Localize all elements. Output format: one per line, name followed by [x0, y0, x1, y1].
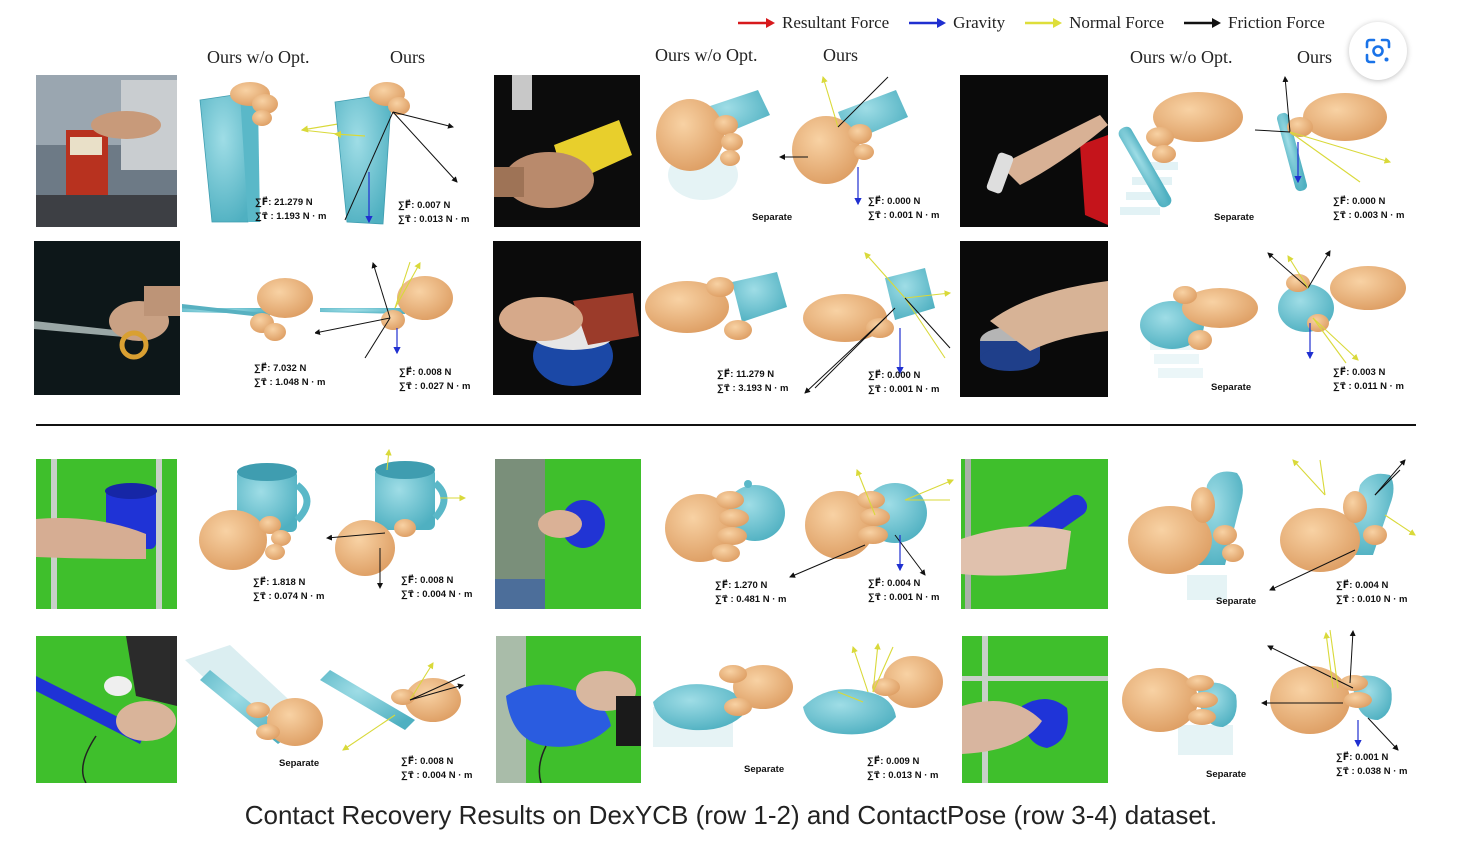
recon-gamepad-ours-wo-opt — [648, 652, 798, 762]
legend-label: Normal Force — [1069, 13, 1164, 32]
col-head-ours-1: Ours — [390, 47, 425, 67]
recon-ball-ours-wo-opt — [660, 478, 790, 578]
recon-mug-ours — [325, 448, 475, 598]
col-head-ours-wo-opt-2: Ours w/o Opt. — [655, 45, 758, 65]
separate-label: Separate — [744, 764, 785, 775]
figure-caption: Contact Recovery Results on DexYCB (row … — [244, 800, 1218, 830]
recon-clamp-ours-wo-opt — [1118, 82, 1248, 227]
recon-tin-ours-wo-opt — [1130, 270, 1265, 395]
section-divider — [36, 424, 1416, 426]
legend-label: Gravity — [953, 13, 1006, 32]
legend-label: Resultant Force — [782, 13, 890, 32]
recon-ball-ours — [785, 465, 955, 590]
metric-r4c2b: ∑F⃗: 0.009 N∑τ⃗ : 0.013 N · m — [867, 756, 939, 781]
photo-scissors-grasp — [34, 241, 180, 395]
photo-jar-grasp — [493, 241, 641, 395]
metric-r2c2a: ∑F⃗: 11.279 N∑τ⃗ : 3.193 N · m — [717, 369, 789, 394]
legend-item-gravity: Gravity — [907, 13, 1005, 33]
col-head-ours-wo-opt-3: Ours w/o Opt. — [1130, 47, 1233, 67]
photo-yellow-box-grasp — [494, 75, 640, 227]
metric-r1c1b: ∑F⃗: 0.007 N∑τ⃗ : 0.013 N · m — [398, 200, 470, 225]
photo-tin-grasp — [960, 241, 1108, 397]
black-arrow-icon — [1184, 18, 1221, 28]
metric-r3c2b: ∑F⃗: 0.004 N∑τ⃗ : 0.001 N · m — [868, 578, 940, 603]
recon-scissors-ours — [314, 258, 475, 368]
col-head-ours-3: Ours — [1297, 47, 1332, 67]
separate-label: Separate — [1214, 212, 1255, 223]
photo-mug-grasp — [36, 459, 177, 609]
recon-scissors-ours-wo-opt — [180, 268, 320, 368]
metric-r1c1a: ∑F⃗: 21.279 N∑τ⃗ : 1.193 N · m — [255, 197, 327, 222]
recon-clamp-ours — [1250, 72, 1415, 202]
metric-r3c1b: ∑F⃗: 0.008 N∑τ⃗ : 0.004 N · m — [401, 575, 473, 600]
recon-bottle-ours — [1265, 455, 1420, 595]
metric-r2c3b: ∑F⃗: 0.003 N∑τ⃗ : 0.011 N · m — [1333, 367, 1404, 392]
metric-r3c1a: ∑F⃗: 1.818 N∑τ⃗ : 0.074 N · m — [253, 577, 325, 602]
photo-cereal-box-grasp — [36, 75, 177, 227]
red-arrow-icon — [738, 18, 775, 28]
metric-r1c2b: ∑F⃗: 0.000 N∑τ⃗ : 0.001 N · m — [868, 196, 940, 221]
recon-jar-ours — [795, 248, 955, 398]
recon-flashlight-ours — [315, 655, 475, 755]
yellow-arrow-icon — [1025, 18, 1063, 28]
separate-label: Separate — [1206, 769, 1247, 780]
col-head-ours-wo-opt-1: Ours w/o Opt. — [207, 47, 310, 67]
legend-label: Friction Force — [1228, 13, 1325, 32]
recon-box-ours-wo-opt — [190, 72, 340, 232]
photo-clamp-grasp — [960, 75, 1108, 227]
metric-r2c1a: ∑F⃗: 7.032 N∑τ⃗ : 1.048 N · m — [254, 363, 326, 388]
metric-r4c1b: ∑F⃗: 0.008 N∑τ⃗ : 0.004 N · m — [401, 756, 473, 781]
separate-label: Separate — [1211, 382, 1252, 393]
recon-yellow-box-ours — [778, 72, 938, 222]
col-head-ours-2: Ours — [823, 45, 858, 65]
separate-label: Separate — [752, 212, 793, 223]
recon-mug-ours-wo-opt — [195, 460, 320, 590]
recon-box-ours — [325, 72, 475, 232]
legend-item-resultant-force: Resultant Force — [736, 13, 889, 33]
photo-blue-object-grasp — [962, 636, 1108, 783]
recon-bottle-ours-wo-opt — [1125, 465, 1255, 600]
metric-r1c3b: ∑F⃗: 0.000 N∑τ⃗ : 0.003 N · m — [1333, 196, 1405, 221]
metric-r2c2b: ∑F⃗: 0.000 N∑τ⃗ : 0.001 N · m — [868, 370, 940, 395]
google-lens-icon — [1365, 38, 1391, 64]
recon-tin-ours — [1258, 248, 1418, 373]
metric-r4c3b: ∑F⃗: 0.001 N∑τ⃗ : 0.038 N · m — [1336, 752, 1408, 777]
metric-r3c2a: ∑F⃗: 1.270 N∑τ⃗ : 0.481 N · m — [715, 580, 787, 605]
photo-bottle-grasp — [961, 459, 1108, 609]
recon-flashlight-ours-wo-opt — [180, 640, 325, 755]
legend-item-normal-force: Normal Force — [1023, 13, 1164, 33]
photo-gamepad-grasp — [496, 636, 641, 783]
recon-blue-object-ours-wo-opt — [1118, 655, 1253, 765]
metric-r2c1b: ∑F⃗: 0.008 N∑τ⃗ : 0.027 N · m — [399, 367, 471, 392]
separate-label: Separate — [1216, 596, 1257, 607]
recon-gamepad-ours — [798, 632, 953, 750]
separate-label: Separate — [279, 758, 320, 769]
photo-ball-grasp — [495, 459, 641, 609]
recon-jar-ours-wo-opt — [642, 262, 792, 372]
force-legend: Resultant Force Gravity Normal Force Fri… — [736, 12, 1343, 34]
legend-item-friction-force: Friction Force — [1182, 13, 1325, 33]
visual-search-button[interactable] — [1349, 22, 1407, 80]
photo-flashlight-grasp — [36, 636, 177, 783]
recon-blue-object-ours — [1258, 628, 1418, 753]
blue-arrow-icon — [909, 18, 947, 28]
recon-yellow-box-ours-wo-opt — [648, 70, 783, 220]
metric-r3c3b: ∑F⃗: 0.004 N∑τ⃗ : 0.010 N · m — [1336, 580, 1408, 605]
